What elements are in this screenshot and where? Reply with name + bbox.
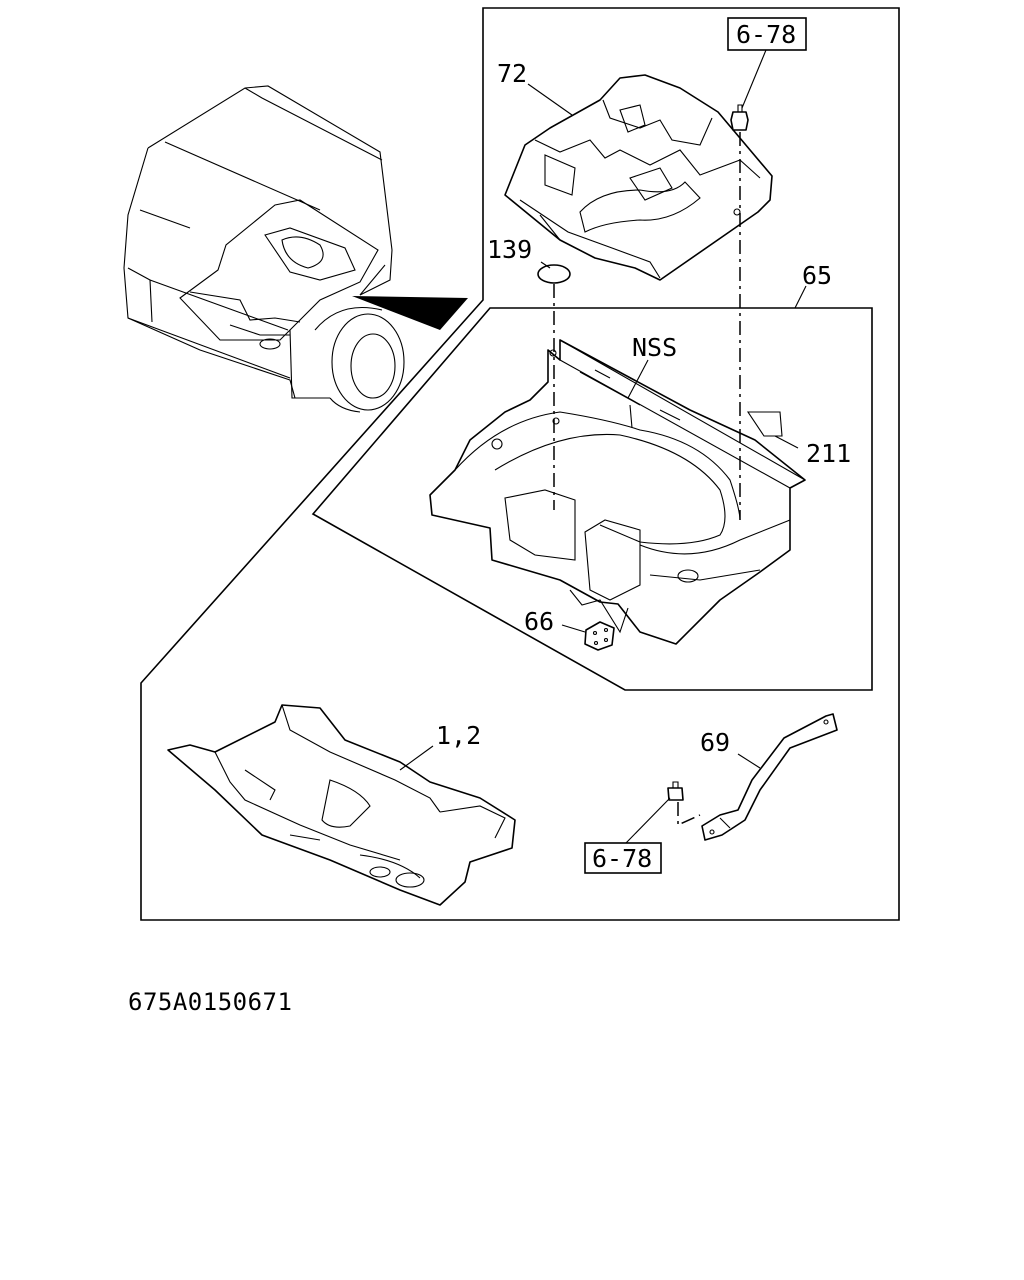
leader-1-2 [399,745,434,771]
part-139-plug [537,264,571,284]
leader-211 [774,435,799,449]
diagram-code: 675A0150671 [128,988,293,1016]
callout-66: 66 [524,607,554,636]
callout-139: 139 [487,235,532,264]
part-69-bracket [701,713,838,841]
callout-69: 69 [700,728,730,757]
pointer-wedge [352,296,468,330]
part-66-plate [584,621,615,651]
leader-139 [540,261,551,269]
leader-nss [627,359,649,399]
callout-1-2: 1,2 [436,721,481,750]
leader-65 [794,285,807,309]
callout-211: 211 [806,439,851,468]
callout-ref-6-78-top: 6-78 [736,20,796,49]
ref-box-bottom [584,842,662,874]
part-1-2-floor-mat [167,704,516,906]
callout-ref-6-78-bottom: 6-78 [592,844,652,873]
leader-6-78-bottom [625,797,671,844]
part-65-floor-panel [429,339,806,645]
leader-6-78-top [741,49,767,109]
callout-72: 72 [497,59,527,88]
bolt-top [730,104,749,131]
callout-65: 65 [802,261,832,290]
leader-72 [527,83,573,116]
leader-66 [561,624,586,633]
outer-frame [140,7,900,921]
part-72-floor-cover [504,74,773,281]
truck-cab-illustration [123,85,468,413]
callout-nss: NSS [632,333,677,362]
bolt-bottom [667,781,684,801]
ref-box-top [727,17,807,51]
alignment-line-69 [677,802,701,827]
leader-69 [737,753,761,769]
